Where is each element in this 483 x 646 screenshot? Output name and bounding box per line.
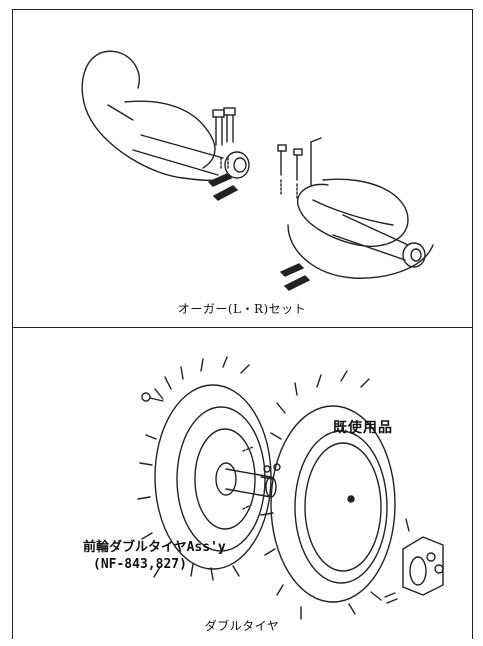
double-tire-caption: ダブルタイヤ <box>204 619 280 633</box>
double-tire-illustration <box>137 356 444 620</box>
auger-set-panel: オーガー(L・R)セット <box>13 10 471 327</box>
frame-top-border <box>12 9 473 10</box>
auger-set-caption: オーガー(L・R)セット <box>177 302 307 316</box>
right-auger-drawing <box>277 137 434 291</box>
front-double-tire-label: 前輪ダブルタイヤAss'y (NF-843,827) <box>83 539 226 573</box>
used-parts-label: 既使用品 <box>333 420 393 436</box>
double-tire-panel: 既使用品 前輪ダブルタイヤAss'y (NF-843,827) ダブルタイヤ <box>13 329 471 639</box>
right-tire-drawing <box>260 370 444 620</box>
front-double-tire-label-line1: 前輪ダブルタイヤAss'y <box>83 540 226 555</box>
left-tire-drawing <box>137 356 281 581</box>
document-frame <box>12 9 473 639</box>
left-auger-drawing <box>81 50 250 201</box>
panel-divider <box>12 327 473 328</box>
auger-illustration <box>81 50 434 291</box>
front-double-tire-label-line2: (NF-843,827) <box>93 557 187 572</box>
